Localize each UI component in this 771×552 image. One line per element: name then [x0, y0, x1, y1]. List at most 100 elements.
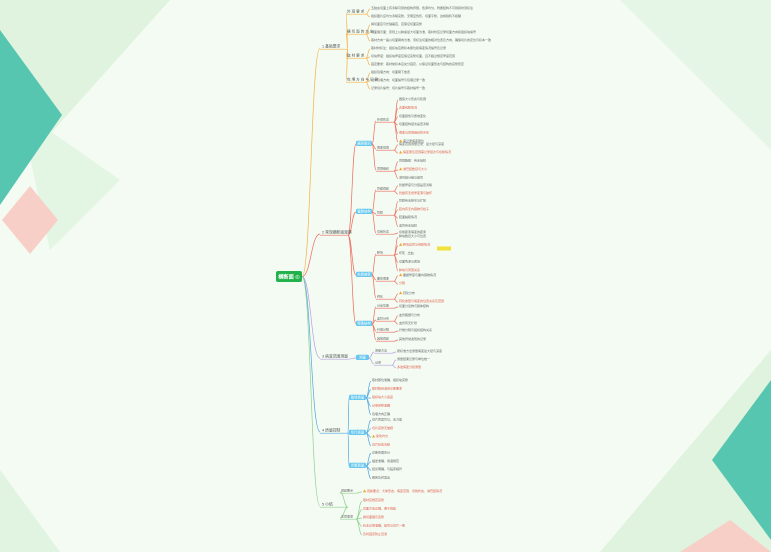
- b2-leaf-3-3-1: 钙化分布: [403, 290, 415, 295]
- bg-mint-triangle-bottom-left: [0, 470, 60, 552]
- b2-leaf-3-1-1: 肿块数目大小与位置: [399, 233, 426, 238]
- b4-leaf-2-4: 切片标签清晰: [372, 442, 390, 447]
- edge-b2-leaf: [393, 320, 399, 325]
- b2-child-3-box[interactable]: [356, 271, 372, 277]
- edge-root-branch-2: [301, 233, 321, 277]
- b2-child-1-label: 器官组织: [357, 141, 371, 146]
- edge-b4-c1: [347, 397, 350, 434]
- edge-b2-leaf: [393, 330, 399, 333]
- b2-sub-4-3: 纤维分隔: [377, 327, 389, 332]
- b2-leaf-3-3-2: 钙化类型与病变的位置关系及范围: [399, 298, 444, 303]
- edge-b2-leaf: [393, 339, 399, 342]
- edge-b2-leaf: [393, 185, 399, 192]
- b2-leaf-2-3-1: 切缘距离病变的距离: [399, 229, 426, 234]
- edge-b3-leaf: [391, 359, 397, 366]
- b3-sub-1: 测量方法: [375, 348, 387, 353]
- edge-b2-sub: [371, 319, 377, 325]
- edge-b2-c1: [347, 143, 357, 236]
- b2-sub-1-1: 外观形态: [377, 117, 389, 122]
- b2-leaf-1-1-6: 需记录病变部位: [403, 138, 424, 143]
- b1-leaf-4-2: 记录包埋方向：切面编号与包埋记录一致: [371, 77, 425, 82]
- b1-leaf-2-3: 取材方向一般以切面朝向为准，须标注切面的相对位置及方向，确保切片的定位与标本一致: [371, 37, 491, 42]
- b5-leaf-1-1: 观察要点：大体形态、病变范围、切缘状态、淋巴结情况: [367, 488, 442, 493]
- b2-leaf-3-1-3: 坏死 · 出血 ·: [399, 250, 416, 255]
- branch-label-1: 1 基础要求: [322, 44, 341, 49]
- root-node[interactable]: [276, 271, 302, 282]
- b4-leaf-3-3: 结论明确，与临床相符: [372, 466, 402, 471]
- b3-child-1-box[interactable]: [356, 354, 369, 360]
- b3-sub-2: 记录: [375, 360, 381, 365]
- edge-root-branch-3: [301, 276, 321, 359]
- b2-leaf-4-3-1: 纤维分隔与组织结构关系: [399, 327, 432, 332]
- b4-leaf-3-2: 描述准确，用语规范: [372, 458, 399, 463]
- b2-child-4-label: 特殊结构: [357, 321, 371, 326]
- bg-coral-diamond-left: [2, 186, 58, 254]
- edge-b4-leaf: [365, 465, 372, 479]
- b4-leaf-2-2: 切片完整无皱褶: [372, 425, 393, 430]
- b2-leaf-4-1-1: 切面分泌物与腺体结构: [399, 303, 429, 308]
- edge-b2-sub: [371, 143, 377, 171]
- b2-child-2-label: 管腔结构: [357, 209, 371, 214]
- bg-mint-triangle-right-top: [620, 0, 771, 150]
- b4-child-2-box[interactable]: [349, 429, 366, 435]
- edge-b5-leaf: [355, 518, 363, 536]
- edge-b2-leaf: [393, 306, 399, 309]
- edge-b2-leaf: [393, 190, 399, 195]
- edge-b3-leaf: [391, 364, 397, 369]
- warning-icon: [399, 243, 403, 246]
- b1-leaf-1-2: 组织图片应均匀清晰完整，无明显伪影，切面平整，边缘锐利不模糊: [371, 13, 461, 18]
- warning-icon: [372, 434, 376, 438]
- b1-leaf-3-2: 切块厚度：组织块厚度应保证完整切面，且不超过规定厚度范围: [371, 53, 455, 58]
- b1-child-3: 取 材 要 求: [347, 53, 365, 58]
- edge-root-branch-1: [301, 47, 321, 277]
- warning-icon: [399, 150, 403, 154]
- root-label: 横断面 ◎: [278, 272, 300, 280]
- b1-leaf-2-1: 横切面应与长轴垂直，应保证切面完整: [371, 21, 422, 26]
- b2-leaf-4-2-2: 血管有无扩张: [399, 320, 417, 325]
- b5-leaf-2-5: 及时固定防止自溶: [363, 531, 387, 536]
- b2-leaf-1-3-2: 淋巴结数目与大小: [403, 166, 427, 171]
- b2-sub-1-3: 周围组织: [377, 166, 389, 171]
- b2-sub-1-2: 病变范围: [377, 145, 389, 150]
- b1-leaf-4-3: 记录切片编号：切片编号与取材编号一致: [371, 85, 425, 90]
- edge-b5-c1: [339, 491, 349, 508]
- b2-leaf-1-1-2: 表面包膜情况: [399, 104, 417, 109]
- b1-leaf-4-1: 组织包埋方向：切面朝下放置: [371, 69, 410, 74]
- b2-leaf-4-4-1: 其他异常发现的记录: [399, 336, 426, 341]
- b4-leaf-1-4: 记录完整准确: [372, 402, 390, 407]
- b1-leaf-1-1: 五脏在切面上有清晰可辨的结构界限，色泽均匀，附属结构不可辨别时须标注: [371, 5, 473, 10]
- b2-leaf-1-1-3: 切面颜色与质地变化: [399, 113, 426, 118]
- b2-leaf-2-2-3: 腔面黏膜情况: [399, 214, 417, 219]
- b2-child-1-box[interactable]: [356, 140, 372, 146]
- b4-child-1-box[interactable]: [349, 394, 366, 400]
- b2-sub-4-2: 血管分布: [377, 316, 389, 321]
- b2-child-4-box[interactable]: [356, 320, 372, 326]
- b2-leaf-2-2-2: 腔内有无内容物与栓子: [399, 206, 429, 211]
- edge-b1-leaf: [365, 57, 371, 66]
- edge-b2-leaf: [393, 170, 399, 179]
- b2-sub-4-4: 其他观察: [377, 336, 389, 341]
- edge-root-branch-5: [301, 276, 321, 507]
- edge-b2-leaf: [393, 254, 399, 272]
- b2-leaf-3-1-4: 切面色泽与质地: [399, 258, 420, 263]
- b2-child-2-box[interactable]: [356, 208, 372, 214]
- edge-b2-sub: [371, 323, 377, 341]
- b2-leaf-1-1-4: 切面结构层次是否清晰: [399, 121, 429, 126]
- b2-leaf-3-1-2: 肿块边界与包膜情况: [403, 242, 430, 247]
- edge-b3-leaf: [391, 351, 397, 354]
- edge-b4-c3: [347, 432, 350, 467]
- b4-leaf-1-2: 取材数目满足诊断要求: [372, 386, 402, 391]
- b2-leaf-2-1-1: 管壁厚度与分层是否清晰: [399, 182, 432, 187]
- warning-icon: [399, 167, 403, 171]
- b4-child-3-box[interactable]: [349, 462, 366, 468]
- b4-child-3-label: 诊断质量: [351, 463, 365, 468]
- b2-leaf-1-1-1: 器官大小形态与轮廓: [399, 96, 426, 101]
- b5-child-2: 注意事项: [341, 514, 353, 519]
- b4-leaf-1-3: 组织块大小适宜: [372, 394, 393, 399]
- b5-child-1: 观察要点: [341, 488, 353, 493]
- b2-sub-2-1: 管壁观察: [377, 186, 389, 191]
- b4-leaf-1-5: 包埋方向正确: [372, 411, 390, 416]
- bg-coral-triangle-bottom-right: [680, 520, 771, 552]
- edge-b2-leaf: [393, 275, 399, 282]
- b5-leaf-2-2: 切面方向正确，便于观察: [363, 506, 396, 511]
